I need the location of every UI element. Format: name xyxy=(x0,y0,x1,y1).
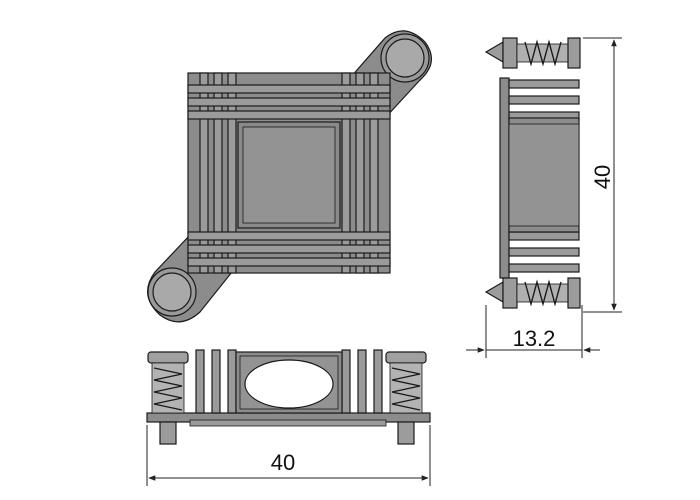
push-pin-bottom xyxy=(484,277,581,309)
front-spring-right xyxy=(391,367,421,411)
front-spring-left xyxy=(153,367,183,411)
front-oval-opening xyxy=(244,359,334,409)
top-view xyxy=(147,30,432,323)
front-pin-right xyxy=(385,351,427,445)
fins-horizontal xyxy=(187,84,391,267)
mount-hole-bottom-left xyxy=(152,272,192,312)
dimension-width-label: 40 xyxy=(271,450,295,475)
spring-bottom xyxy=(524,279,562,307)
dimension-depth-label: 13.2 xyxy=(513,326,556,351)
dimension-height xyxy=(583,37,622,313)
mount-hole-top-right xyxy=(385,38,425,78)
push-pin-top xyxy=(484,37,581,69)
fins-vertical xyxy=(199,72,379,274)
dimension-height-label: 40 xyxy=(590,165,615,189)
spring-top xyxy=(524,39,562,67)
dimension-depth xyxy=(466,305,600,358)
side-view xyxy=(484,37,581,309)
front-view xyxy=(146,349,431,445)
dimension-width xyxy=(146,425,431,486)
front-pin-left xyxy=(147,351,189,445)
side-base-plate xyxy=(499,77,510,279)
